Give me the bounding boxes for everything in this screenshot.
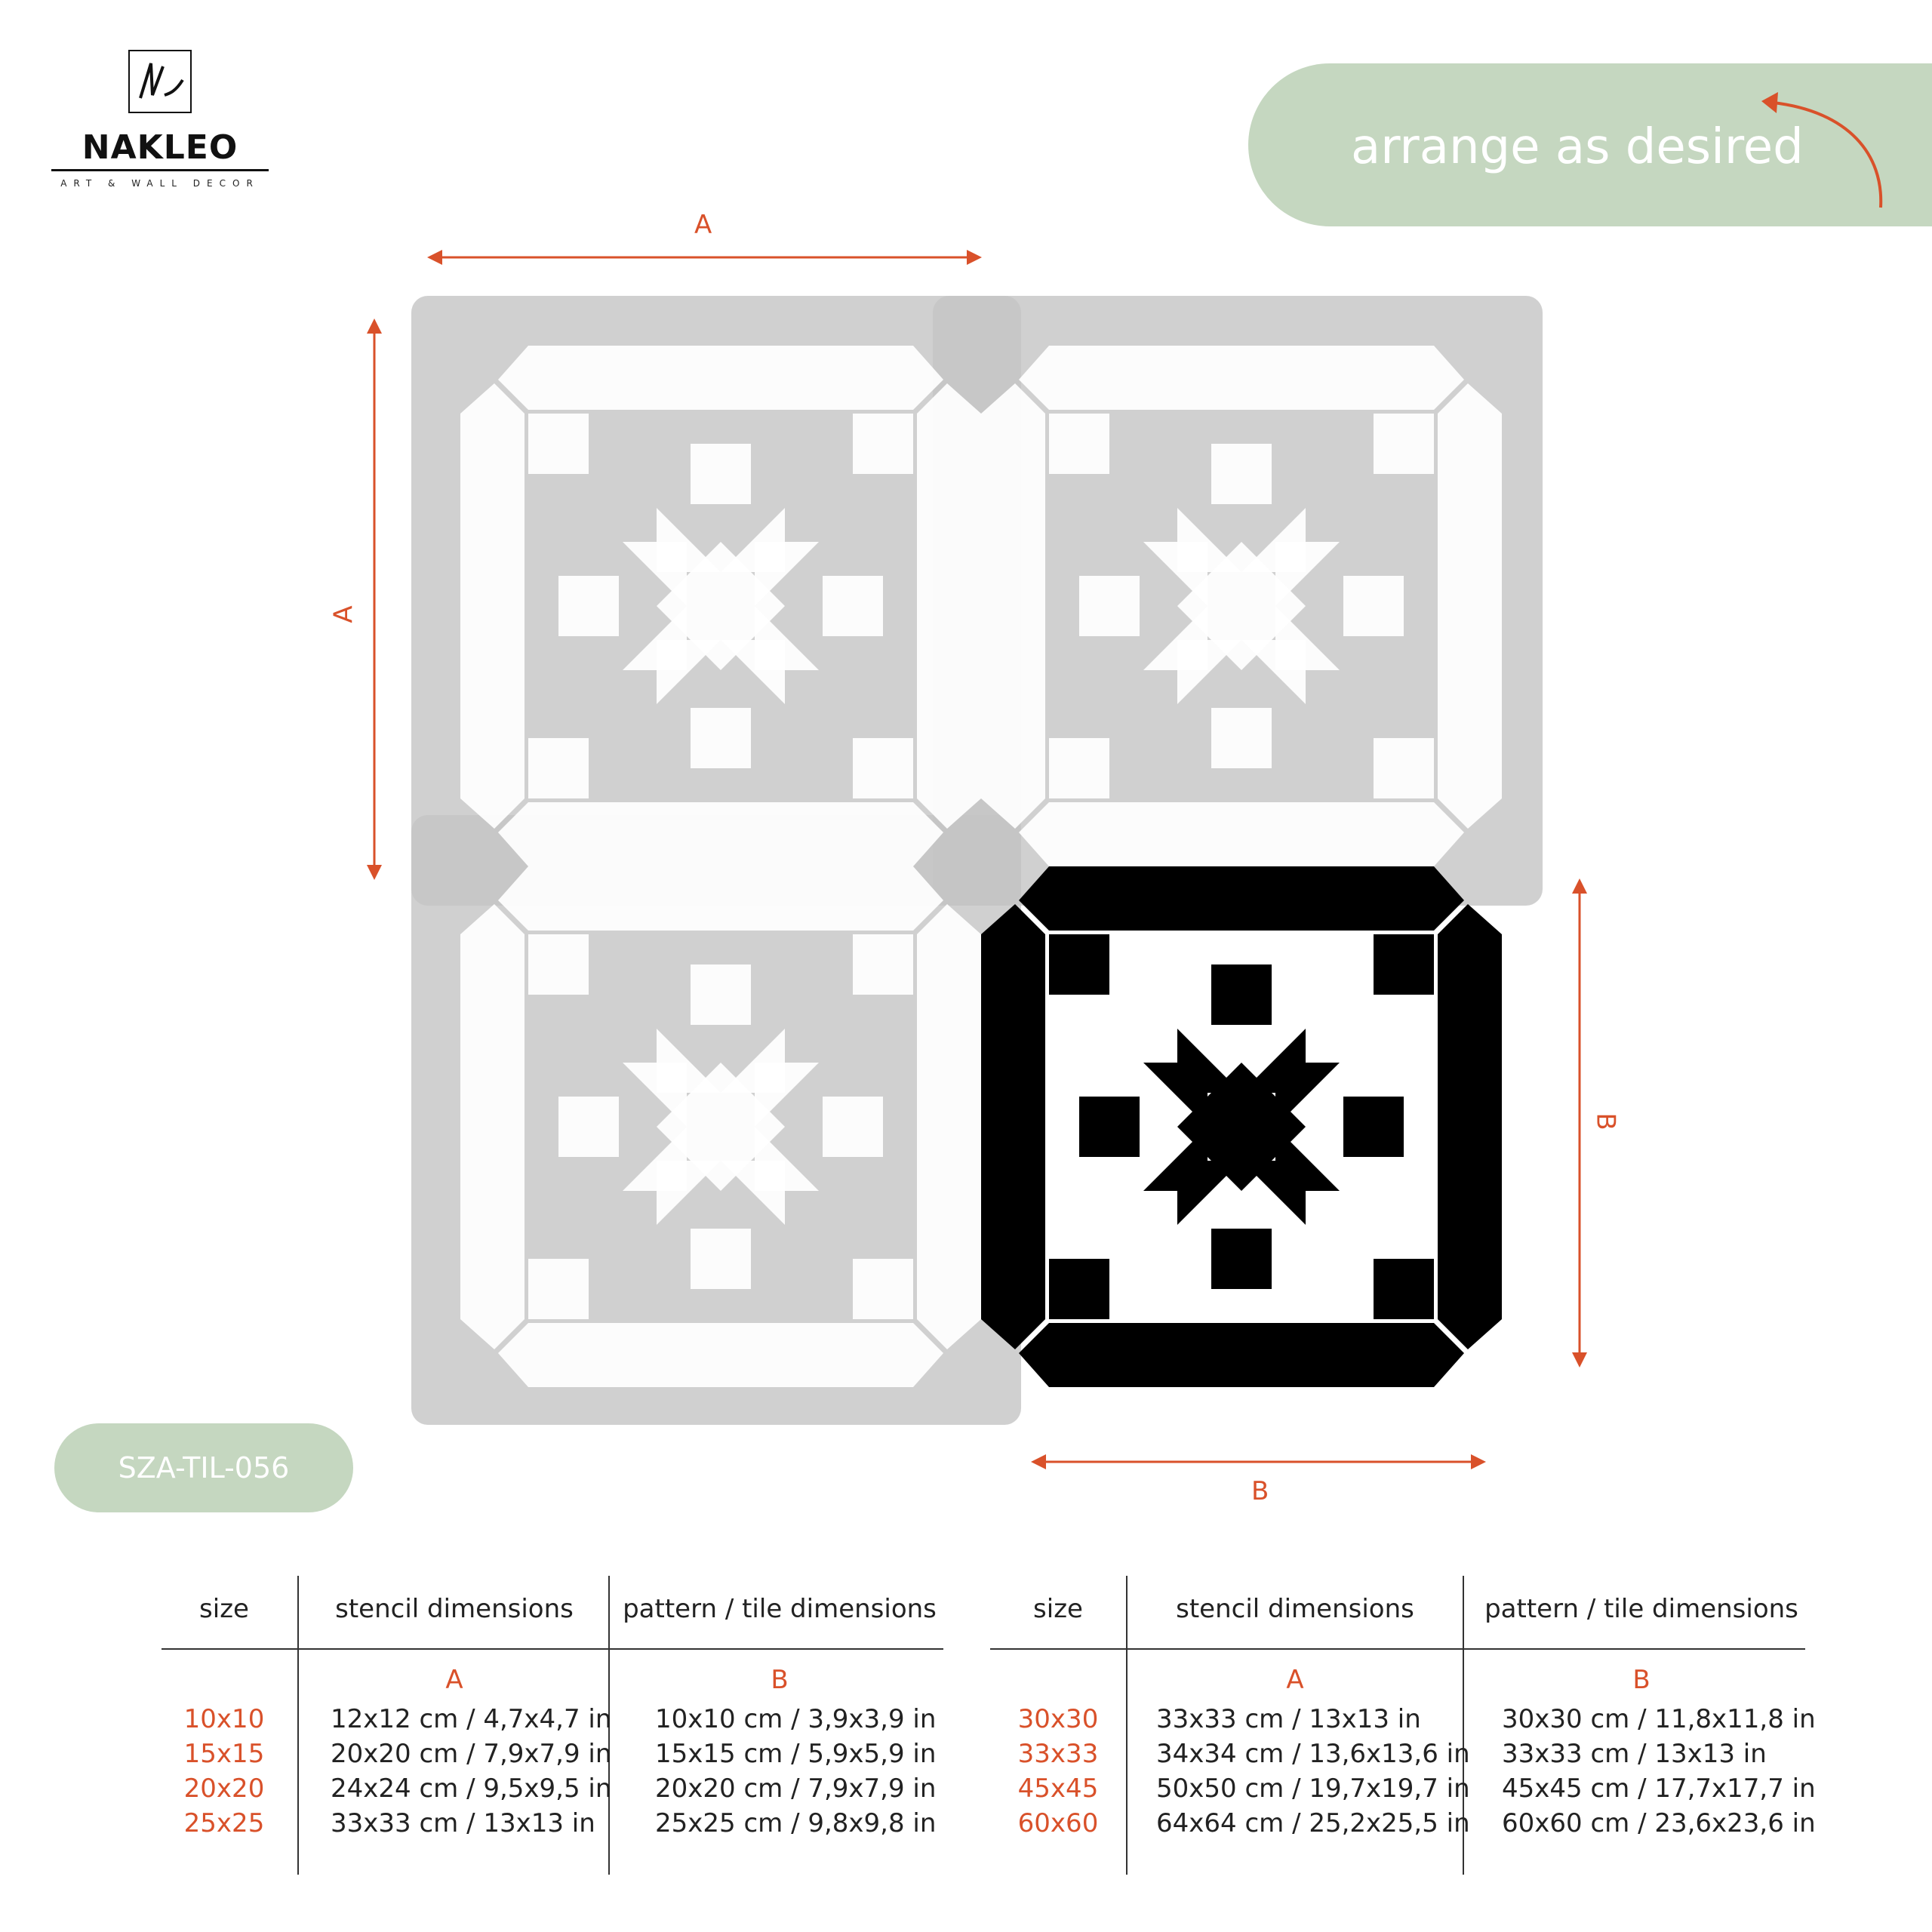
header-stencil: stencil dimensions	[1176, 1594, 1414, 1624]
product-code-badge: SZA-TIL-056	[54, 1423, 353, 1512]
arrange-badge	[1248, 63, 1932, 226]
row-stencil: 33x33 cm / 13x13 in	[1156, 1704, 1421, 1734]
column-divider	[608, 1576, 610, 1875]
subheader-b: B	[1632, 1665, 1651, 1695]
logo-mark	[128, 50, 192, 113]
dim-label-b-right: B	[1590, 1112, 1621, 1131]
header-size: size	[199, 1594, 249, 1624]
row-pattern: 45x45 cm / 17,7x17,7 in	[1502, 1774, 1816, 1804]
row-stencil: 33x33 cm / 13x13 in	[331, 1808, 595, 1838]
brand-logo: NAKLEO ART & WALL DECOR	[51, 50, 269, 193]
row-size: 33x33	[1017, 1739, 1099, 1769]
column-divider	[297, 1576, 299, 1875]
subheader-b: B	[771, 1665, 789, 1695]
brand-tagline: ART & WALL DECOR	[60, 178, 260, 189]
row-size: 25x25	[183, 1808, 265, 1838]
row-size: 30x30	[1017, 1704, 1099, 1734]
row-pattern: 15x15 cm / 5,9x5,9 in	[655, 1739, 937, 1769]
row-stencil: 64x64 cm / 25,2x25,5 in	[1156, 1808, 1470, 1838]
row-pattern: 20x20 cm / 7,9x7,9 in	[655, 1774, 937, 1804]
header-pattern: pattern / tile dimensions	[1484, 1594, 1798, 1624]
table-divider	[162, 1648, 943, 1650]
row-size: 10x10	[183, 1704, 265, 1734]
dim-label-a-left: A	[328, 605, 359, 623]
brand-name: NAKLEO	[82, 128, 238, 167]
column-divider	[1463, 1576, 1464, 1875]
arrange-badge-text: arrange as desired	[1351, 119, 1804, 175]
header-size: size	[1033, 1594, 1083, 1624]
header-pattern: pattern / tile dimensions	[623, 1594, 937, 1624]
row-pattern: 30x30 cm / 11,8x11,8 in	[1502, 1704, 1816, 1734]
row-stencil: 50x50 cm / 19,7x19,7 in	[1156, 1774, 1470, 1804]
row-stencil: 20x20 cm / 7,9x7,9 in	[331, 1739, 612, 1769]
row-pattern: 33x33 cm / 13x13 in	[1502, 1739, 1767, 1769]
dim-label-a-top: A	[694, 210, 712, 240]
row-size: 60x60	[1017, 1808, 1099, 1838]
column-divider	[1126, 1576, 1128, 1875]
subheader-a: A	[1286, 1665, 1304, 1695]
curved-arrow-icon	[1761, 92, 1883, 208]
row-size: 45x45	[1017, 1774, 1099, 1804]
row-stencil: 34x34 cm / 13,6x13,6 in	[1156, 1739, 1470, 1769]
row-pattern: 60x60 cm / 23,6x23,6 in	[1502, 1808, 1816, 1838]
dim-label-b-bottom: B	[1251, 1476, 1269, 1506]
table-divider	[990, 1648, 1805, 1650]
row-stencil: 12x12 cm / 4,7x4,7 in	[331, 1704, 612, 1734]
header-stencil: stencil dimensions	[335, 1594, 574, 1624]
row-stencil: 24x24 cm / 9,5x9,5 in	[331, 1774, 612, 1804]
row-pattern: 10x10 cm / 3,9x3,9 in	[655, 1704, 937, 1734]
row-size: 20x20	[183, 1774, 265, 1804]
row-size: 15x15	[183, 1739, 265, 1769]
row-pattern: 25x25 cm / 9,8x9,8 in	[655, 1808, 937, 1838]
subheader-a: A	[445, 1665, 463, 1695]
logo-underline	[51, 169, 269, 171]
